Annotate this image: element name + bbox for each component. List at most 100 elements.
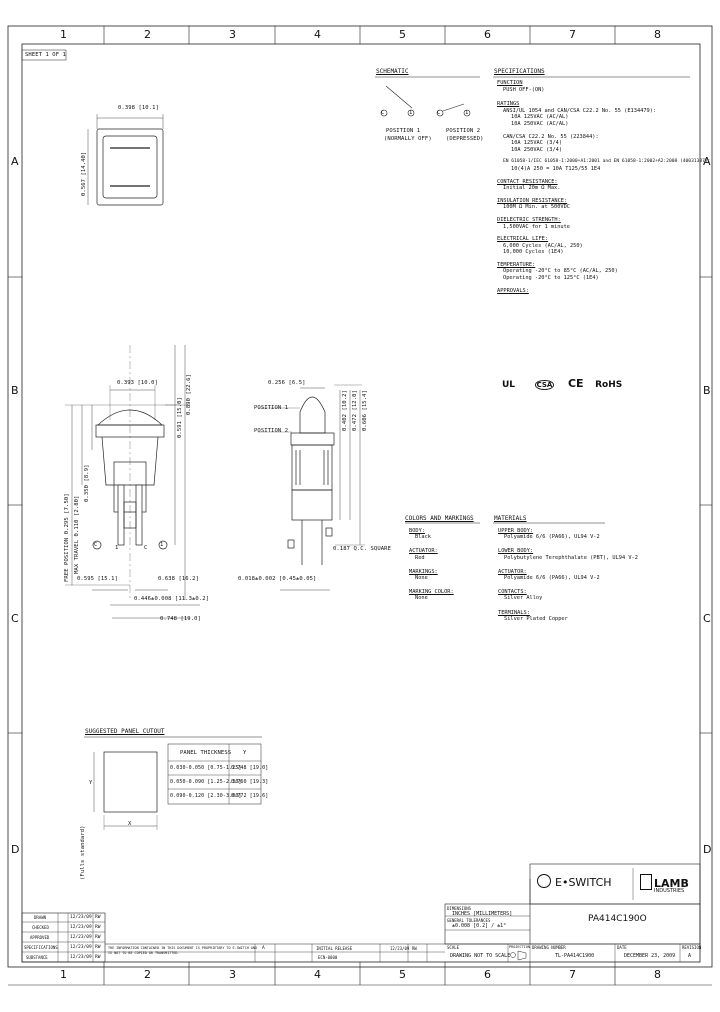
- dim-terminal-qc: 0.187 Q.C. SQUARE: [333, 546, 391, 552]
- row-label: A: [703, 155, 711, 168]
- body-color-label: BODY:: [409, 528, 425, 534]
- lamb-logo: LAMB INDUSTRIES: [640, 872, 689, 894]
- materials-block: UPPER BODY: Polyamide 6/6 (PA66), UL94 V…: [498, 528, 638, 622]
- dim-front-height: 0.890 [22.6]: [186, 374, 192, 415]
- dim-bottom-w1: 0.595 [15.1]: [77, 576, 118, 582]
- approvals-label: APPROVALS:: [497, 287, 529, 294]
- row-label: B: [11, 384, 19, 397]
- ratings-line: ANSI/UL 1054 and CAN/CSA C22.2 No. 55 (E…: [503, 107, 657, 114]
- part-number: PA414C190O: [588, 914, 647, 924]
- sign-row-date: 12/23/09: [70, 915, 92, 920]
- panel-thickness-cell: 0.050-0.090 [1.25-2.30]: [170, 779, 242, 785]
- materials-title: MATERIALS: [494, 515, 527, 522]
- markings-value: None: [415, 575, 428, 582]
- contact-resistance-value: Initial 20m Ω Max.: [503, 185, 561, 192]
- electrical-life-value: 10,000 Cycles (1E4): [503, 249, 564, 256]
- col-label: 7: [569, 28, 576, 41]
- lamb-logo-icon: [640, 874, 652, 890]
- col-label: 5: [399, 968, 406, 981]
- panel-thickness-cell: 0.030-0.050 [0.75-1.25]: [170, 765, 242, 771]
- temperature-value: Operating -20°C to 125°C (1E4): [503, 275, 599, 282]
- ratings-line: 10A 250VAC (3/4): [511, 146, 563, 153]
- position-1-label: POSITION 1: [386, 128, 421, 134]
- schematic-terminal-c: C: [381, 110, 385, 116]
- tolerance-label: GENERAL TOLERANCES: [447, 918, 491, 923]
- sign-row-initials: RW: [95, 945, 101, 950]
- panel-cutout-drawing: [93, 743, 262, 830]
- electrical-life-label: ELECTRICAL LIFE:: [497, 236, 549, 243]
- col-label: 3: [229, 968, 236, 981]
- ratings-line: EN 61058-1/IEC 61058-1:2000+A1:2001 and …: [503, 159, 711, 165]
- dim-side-height: 0.606 [15.4]: [362, 390, 368, 431]
- schematic-symbol: [380, 85, 471, 117]
- panel-thickness-cell: 0.090-0.120 [2.30-3.00]: [170, 793, 242, 799]
- ratings-line: CAN/CSA C22.2 No. 55 (223844):: [503, 133, 599, 140]
- dim-max-travel: MAX TRAVEL 0.110 [2.80]: [74, 495, 80, 574]
- sign-row-date: 12/23/09: [70, 945, 92, 950]
- proprietary-notice: THE INFORMATION CONTAINED IN THIS DOCUME…: [108, 946, 258, 955]
- date-value: DECEMBER 23, 2009: [624, 953, 676, 959]
- ratings-line: 10A 125VAC (3/4): [511, 140, 563, 147]
- electrical-life-value: 6,000 Cycles (AC/AL, 250): [503, 242, 583, 249]
- revision-date: 12/23/09: [390, 946, 410, 951]
- col-label: 3: [229, 28, 236, 41]
- rohs-mark-icon: RoHS: [595, 380, 623, 390]
- sign-row-label: SPECIFICATIONS: [24, 945, 58, 950]
- ratings-line: 10A 250VAC (AC/AL): [511, 120, 569, 127]
- approval-marks: UL CSA CE RoHS: [502, 372, 622, 391]
- ul-mark-icon: UL: [502, 380, 516, 390]
- date-label: DATE: [617, 945, 627, 950]
- dim-top-height: 0.567 [14.40]: [81, 151, 87, 196]
- front-terminal-c: C: [94, 542, 98, 548]
- panel-y-header: Y: [243, 750, 247, 756]
- ecn-value: ECN-0000: [318, 955, 338, 960]
- panel-thickness-header: PANEL THICKNESS: [180, 750, 232, 756]
- terminals-label: TERMINALS:: [498, 609, 530, 616]
- panel-y-cell: 0.772 [19.6]: [231, 793, 269, 799]
- sign-row-initials: RW: [95, 925, 101, 930]
- actuator-material-value: Polyamide 6/6 (PA66), UL94 V-2: [504, 575, 600, 582]
- colors-markings-block: BODY: Black ACTUATOR: Red MARKINGS: None…: [409, 528, 454, 602]
- sign-row-label: APPROVED: [30, 935, 50, 940]
- ratings-line: 10A 125VAC (AC/AL): [511, 114, 569, 121]
- position-1-sub: (NORMALLY OFF): [384, 136, 432, 142]
- col-label: 8: [654, 28, 661, 41]
- actuator-color-value: Red: [415, 554, 425, 561]
- dim-side-height: 0.402 [10.2]: [342, 390, 348, 431]
- projection-label: PROJECTION: [509, 945, 531, 949]
- dim-front-width: 0.393 [10.0]: [117, 380, 158, 386]
- panel-y-cell: 0.748 [19.0]: [231, 765, 269, 771]
- position-1-marker: POSITION 1: [254, 405, 289, 411]
- revision-initials: RW: [412, 946, 417, 951]
- dim-top-width: 0.398 [10.1]: [118, 105, 159, 111]
- ratings-line: 10(4)A 250 = 10A T125/55 1E4: [511, 165, 601, 172]
- col-label: 2: [144, 968, 151, 981]
- sign-row-initials: RW: [95, 955, 101, 960]
- side-view-drawing: [258, 384, 365, 591]
- col-label: 8: [654, 968, 661, 981]
- dims-value: INCHES [MILLIMETERS]: [452, 911, 513, 917]
- sign-row-label: CHECKED: [32, 925, 49, 930]
- cutout-note: (Fulls standard): [80, 825, 86, 880]
- sign-row-initials: RW: [95, 935, 101, 940]
- temperature-label: TEMPERATURE:: [497, 261, 536, 268]
- revision-column: A: [262, 946, 265, 951]
- revision-value: A: [688, 953, 692, 959]
- dielectric-label: DIELECTRIC STRENGTH:: [497, 216, 561, 223]
- marking-color-label: MARKING COLOR:: [409, 589, 454, 596]
- dim-free-position: FREE POSITION 0.295 [7.50]: [64, 493, 70, 582]
- marking-color-value: None: [415, 595, 428, 602]
- tolerance-value: ±0.008 [0.2] / ±1°: [452, 923, 507, 929]
- insulation-label: INSULATION RESISTANCE:: [497, 197, 568, 204]
- col-label: 4: [314, 968, 321, 981]
- sheet-label: SHEET 1 OF 1: [25, 52, 66, 58]
- cutout-y-label: Y: [89, 780, 93, 786]
- lower-body-label: LOWER BODY:: [498, 548, 534, 555]
- dim-front-height: 0.591 [15.0]: [177, 397, 183, 438]
- panel-cutout-title: SUGGESTED PANEL CUTOUT: [85, 728, 165, 735]
- scale-value: DRAWING NOT TO SCALE: [450, 953, 511, 959]
- schematic-terminal-c: C: [437, 110, 441, 116]
- actuator-color-label: ACTUATOR:: [409, 548, 438, 555]
- cutout-x-label: X: [128, 821, 132, 827]
- scale-label: SCALE: [447, 945, 460, 950]
